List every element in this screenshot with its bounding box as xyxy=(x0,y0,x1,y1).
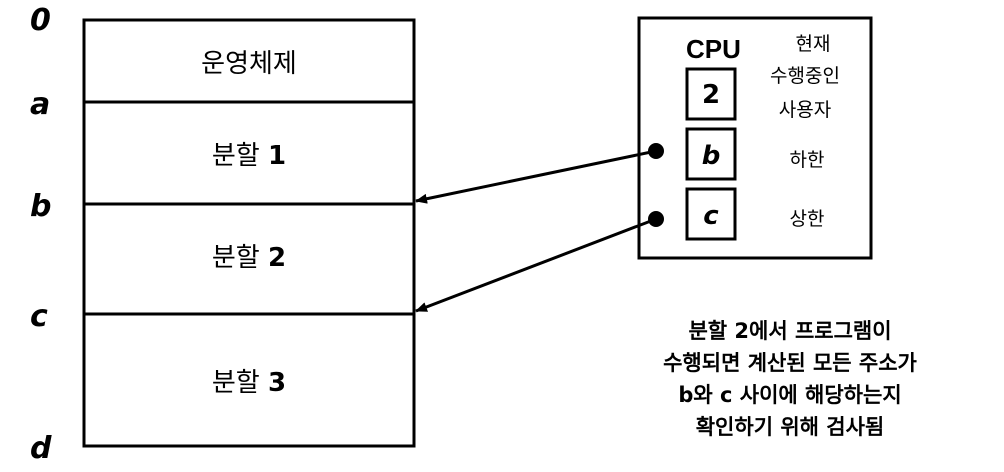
partition-os-label: 운영체제 xyxy=(201,49,297,79)
note-line-1: 분할 2에서 프로그램이 xyxy=(688,319,891,343)
partition-3-label: 분할 3 xyxy=(212,368,286,398)
register-user xyxy=(685,67,737,121)
lower-bound-label: 하한 xyxy=(790,149,825,171)
address-c: c xyxy=(30,299,48,334)
register-lower-value: b xyxy=(702,141,721,171)
address-a: a xyxy=(30,87,50,122)
current-user-label-1: 현재 xyxy=(796,33,831,55)
address-b: b xyxy=(30,189,51,224)
register-upper-value: c xyxy=(703,201,719,231)
memory-block xyxy=(82,18,416,448)
upper-bound-arrow xyxy=(415,217,657,313)
note-line-4: 확인하기 위해 검사됨 xyxy=(696,415,885,439)
current-user-label-3: 사용자 xyxy=(779,99,831,121)
current-user-label-2: 수행중인 xyxy=(770,65,840,87)
register-user-value: 2 xyxy=(702,80,720,110)
register-upper xyxy=(685,187,737,241)
note-line-3: b와 c 사이에 해당하는지 xyxy=(678,383,901,407)
lower-bound-arrow xyxy=(415,149,657,204)
cpu-outline xyxy=(637,16,873,260)
explanation-note: 분할 2에서 프로그램이 수행되면 계산된 모든 주소가 b와 c 사이에 해당… xyxy=(663,319,917,439)
note-line-2: 수행되면 계산된 모든 주소가 xyxy=(663,351,917,375)
partition-1-label: 분할 1 xyxy=(212,141,286,171)
register-lower xyxy=(685,127,737,181)
memory-outline xyxy=(82,18,416,448)
address-0: 0 xyxy=(30,3,51,38)
upper-bound-label: 상한 xyxy=(790,208,825,230)
address-d: d xyxy=(30,431,52,466)
cpu-title: CPU xyxy=(686,34,741,64)
partition-2-label: 분할 2 xyxy=(212,243,286,273)
cpu-box: CPU 2 b c 현재 수행중인 사용자 하한 상한 xyxy=(637,16,873,260)
